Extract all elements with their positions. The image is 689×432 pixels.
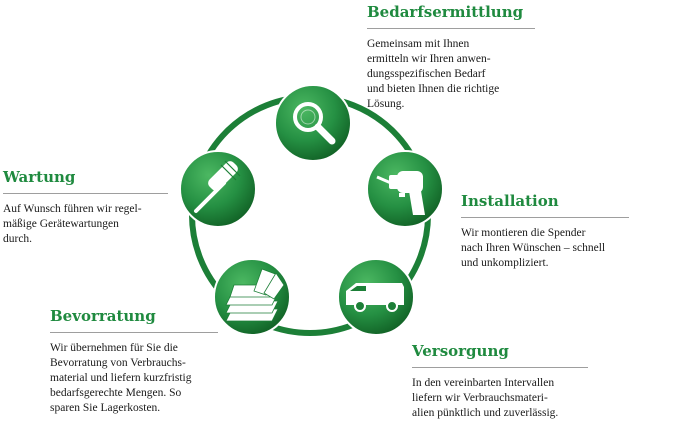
van-icon bbox=[346, 283, 404, 312]
step-circle-wartung bbox=[179, 150, 257, 228]
step-circle-installation bbox=[366, 150, 444, 228]
divider bbox=[50, 332, 218, 333]
step-circle-bedarfsermittlung bbox=[274, 84, 352, 162]
paper-stack-icon bbox=[225, 268, 285, 322]
magnifier-icon bbox=[293, 102, 336, 145]
description-line: Gemeinsam mit Ihnen bbox=[367, 38, 470, 50]
screwdriver-icon bbox=[194, 160, 241, 213]
description-line: dungsspezifischen Bedarf bbox=[367, 68, 486, 80]
drill-icon bbox=[376, 171, 425, 215]
description-line: bedarfsgerechte Mengen. So bbox=[50, 387, 182, 399]
step-bedarfsermittlung: Bedarfsermittlung Gemeinsam mit Ihnen er… bbox=[367, 3, 535, 112]
step-circle-bevorratung bbox=[213, 258, 291, 336]
description-line: Wir übernehmen für Sie die bbox=[50, 342, 178, 354]
description-line: Wir montieren die Spender bbox=[461, 227, 586, 239]
step-description: Auf Wunsch führen wir regel- mäßige Gerä… bbox=[3, 202, 168, 247]
step-description: Wir montieren die Spender nach Ihren Wün… bbox=[461, 226, 629, 271]
step-title: Wartung bbox=[3, 168, 76, 186]
description-line: alien pünktlich und zuverlässig. bbox=[412, 407, 559, 419]
description-line: In den vereinbarten Intervallen bbox=[412, 377, 555, 389]
description-line: durch. bbox=[3, 233, 33, 245]
divider bbox=[461, 217, 629, 218]
description-line: Bevorratung von Verbrauchs- bbox=[50, 357, 186, 369]
step-versorgung: Versorgung In den vereinbarten Intervall… bbox=[412, 342, 588, 421]
description-line: und bieten Ihnen die richtige bbox=[367, 83, 500, 95]
step-title: Versorgung bbox=[412, 342, 509, 360]
divider bbox=[412, 367, 588, 368]
divider bbox=[367, 28, 535, 29]
description-line: nach Ihren Wünschen – schnell bbox=[461, 242, 606, 254]
description-line: mäßige Gerätewartungen bbox=[3, 218, 119, 230]
step-title: Bedarfsermittlung bbox=[367, 3, 524, 21]
step-description: Gemeinsam mit Ihnen ermitteln wir Ihren … bbox=[367, 37, 535, 112]
description-line: und unkompliziert. bbox=[461, 257, 549, 269]
step-title: Installation bbox=[461, 192, 559, 210]
step-circle-versorgung bbox=[337, 258, 415, 336]
divider bbox=[3, 193, 168, 194]
step-bevorratung: Bevorratung Wir übernehmen für Sie die B… bbox=[50, 307, 218, 416]
description-line: material und liefern kurzfristig bbox=[50, 372, 192, 384]
step-title: Bevorratung bbox=[50, 307, 156, 325]
step-wartung: Wartung Auf Wunsch führen wir regel- mäß… bbox=[3, 168, 168, 247]
description-line: Auf Wunsch führen wir regel- bbox=[3, 203, 142, 215]
description-line: sparen Sie Lagerkosten. bbox=[50, 402, 161, 414]
step-description: In den vereinbarten Intervallen liefern … bbox=[412, 376, 588, 421]
description-line: liefern wir Verbrauchsmateri- bbox=[412, 392, 548, 404]
step-description: Wir übernehmen für Sie die Bevorratung v… bbox=[50, 341, 218, 416]
step-installation: Installation Wir montieren die Spender n… bbox=[461, 192, 629, 271]
description-line: ermitteln wir Ihren anwen- bbox=[367, 53, 491, 65]
description-line: Lösung. bbox=[367, 98, 405, 110]
